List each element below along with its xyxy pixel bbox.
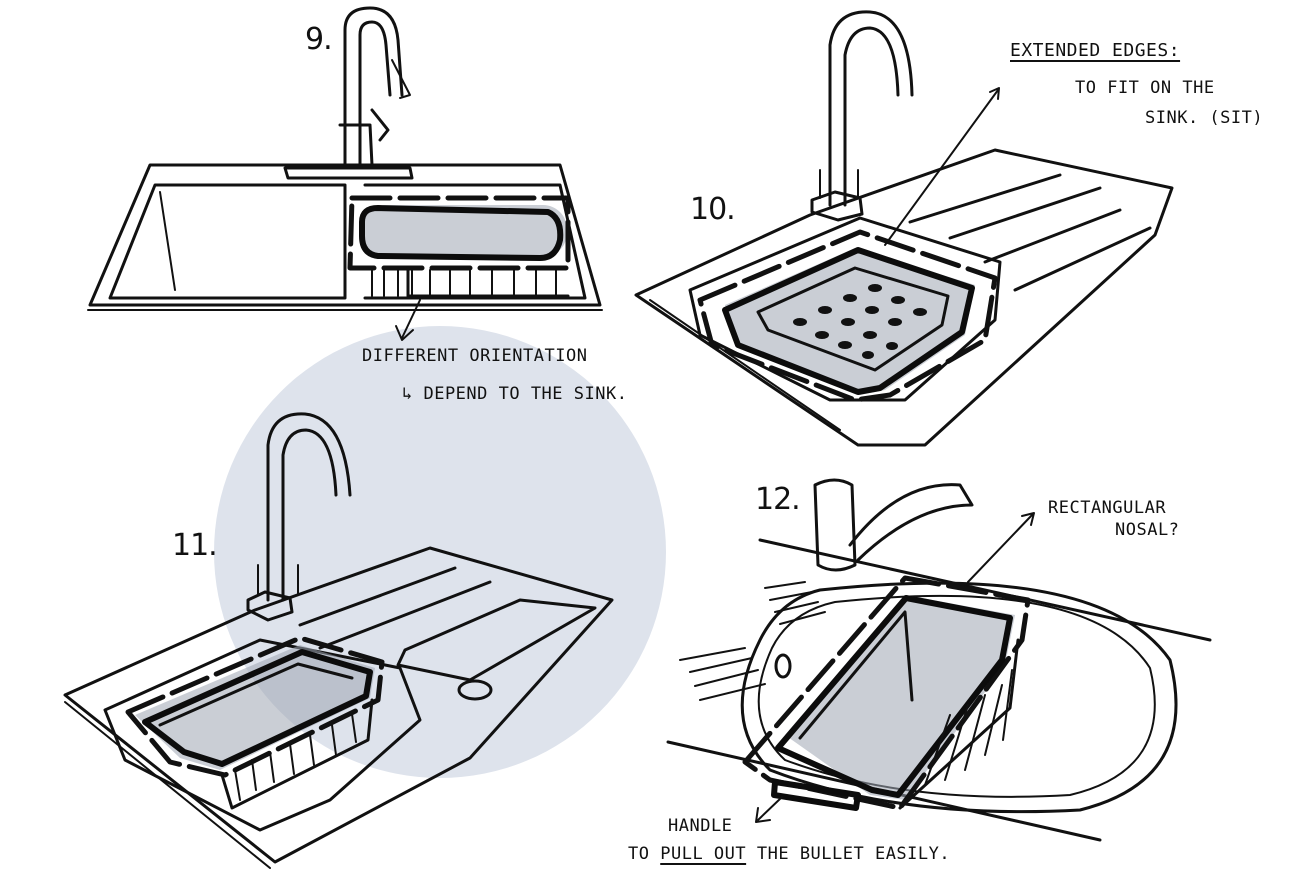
sketch-12-note-top-line1: Rectangular: [1048, 498, 1167, 518]
sketch-9-drawing: [87, 6, 603, 341]
sketch-12-note-bottom-line1: Handle: [668, 816, 733, 836]
sketch-12-note-top-line2: nosal?: [1115, 520, 1180, 540]
sketch-9-note-line1: Different orientation: [362, 346, 588, 366]
sketch-9-number: 9.: [305, 22, 333, 57]
note-pull-out: pull out: [660, 844, 747, 864]
sketch-10-note-heading: Extended Edges:: [1010, 40, 1181, 61]
sketch-12-number: 12.: [755, 482, 801, 517]
sketch-10-note-line2: sink. (sit): [1145, 108, 1264, 128]
sketch-12-note-bottom-line2: to pull out the bullet easily.: [628, 844, 950, 864]
sketch-10-number: 10.: [690, 192, 736, 227]
sketch-12-drawing: [666, 478, 1212, 842]
note-rest: the bullet easily.: [756, 844, 951, 864]
sketch-10-note-line1: to fit on the: [1075, 78, 1215, 98]
sketch-11-drawing: [63, 412, 614, 869]
sketch-10-drawing: [634, 10, 1174, 447]
sketch-9-note-line2: ↳ Depend to the sink.: [402, 384, 628, 404]
sketch-11-number: 11.: [172, 528, 218, 563]
note-to: to: [628, 844, 650, 864]
